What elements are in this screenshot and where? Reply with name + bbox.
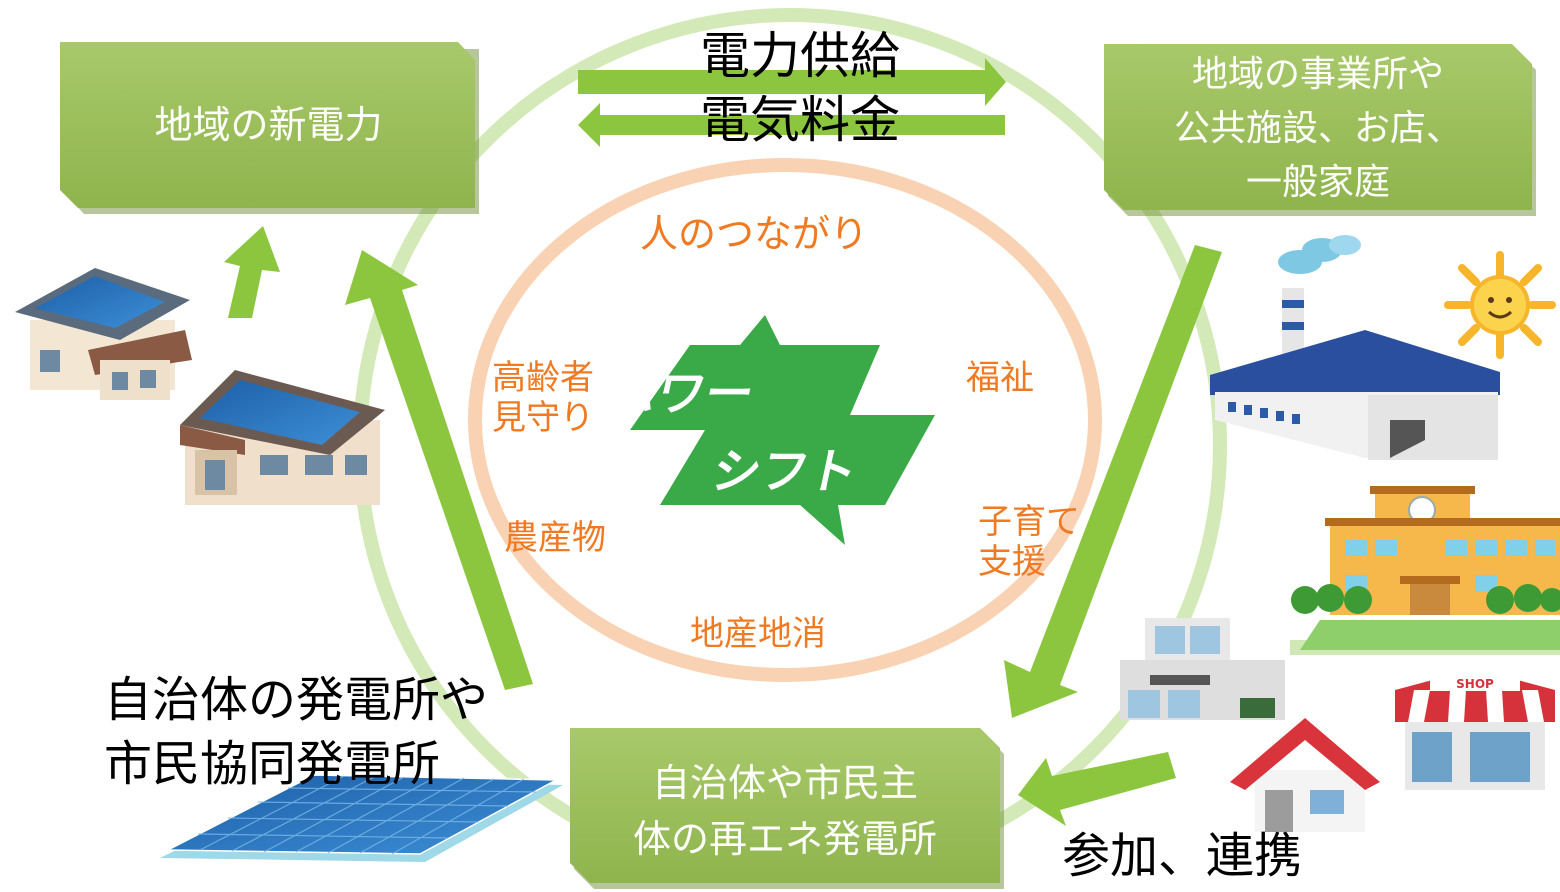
plant-to-newpower-arrow: [345, 250, 533, 690]
consumers-label: 地域の事業所や 公共施設、お店、 一般家庭: [1104, 48, 1532, 210]
supply-arrow: [578, 58, 1006, 106]
solar-house-icon: [180, 370, 385, 505]
welfare-label: 福祉: [966, 358, 1034, 398]
elderly-label: 高齢者 見守り: [492, 358, 594, 438]
produce-label: 農産物: [504, 518, 606, 558]
supply-label: 電力供給: [700, 27, 900, 85]
plants-label: 自治体や市民主 体の再エネ発電所: [570, 755, 1000, 867]
solar-panel-icon: [160, 774, 563, 862]
childcare-line-2: 支援: [978, 542, 1046, 582]
fee-label: 電気料金: [700, 91, 900, 149]
fee-arrow: [578, 103, 1005, 147]
sun-icon: [1444, 251, 1556, 359]
houses-up-arrow: [224, 226, 280, 318]
school-icon: [1290, 486, 1560, 655]
consumers-line-1: 地域の事業所や: [1191, 54, 1444, 95]
childcare-label: 子育て 支援: [978, 502, 1080, 582]
solar-house-icon: [15, 268, 192, 400]
consumers-line-2: 公共施設、お店、: [1173, 108, 1462, 149]
logo-text-shift: シフト: [707, 444, 863, 499]
consumers-to-plant-arrow: [1004, 245, 1222, 718]
new-power-box: [60, 42, 479, 214]
plants-line-1: 自治体や市民主: [651, 761, 918, 805]
municipal-line-1: 自治体の発電所や: [104, 672, 489, 728]
home-icon: [1230, 718, 1380, 832]
shop-sign: SHOP: [1456, 677, 1494, 691]
power-shift-logo: パワー シフト: [603, 315, 935, 545]
local-production-label: 地産地消: [690, 614, 826, 654]
factory-icon: [1210, 235, 1500, 460]
new-power-label: 地域の新電力: [154, 103, 383, 147]
plants-box: [570, 728, 1004, 889]
elderly-line-2: 見守り: [492, 398, 594, 438]
municipal-label: 自治体の発電所や 市民協同発電所: [104, 668, 488, 796]
office-building-icon: [1120, 618, 1285, 720]
connection-title: 人のつながり: [640, 212, 869, 256]
consumers-box: [1104, 44, 1536, 216]
participation-label: 参加、連携: [1062, 828, 1303, 884]
childcare-line-1: 子育て: [978, 502, 1080, 542]
municipal-line-2: 市民協同発電所: [104, 736, 441, 792]
consumers-line-3: 一般家庭: [1245, 162, 1390, 203]
shop-icon: SHOP: [1395, 675, 1555, 790]
connection-ring: [468, 158, 1102, 682]
participation-arrow: [1018, 752, 1176, 826]
elderly-line-1: 高齢者: [492, 358, 594, 398]
logo-text-power: パワー: [603, 366, 759, 421]
plants-line-2: 体の再エネ発電所: [632, 817, 937, 861]
